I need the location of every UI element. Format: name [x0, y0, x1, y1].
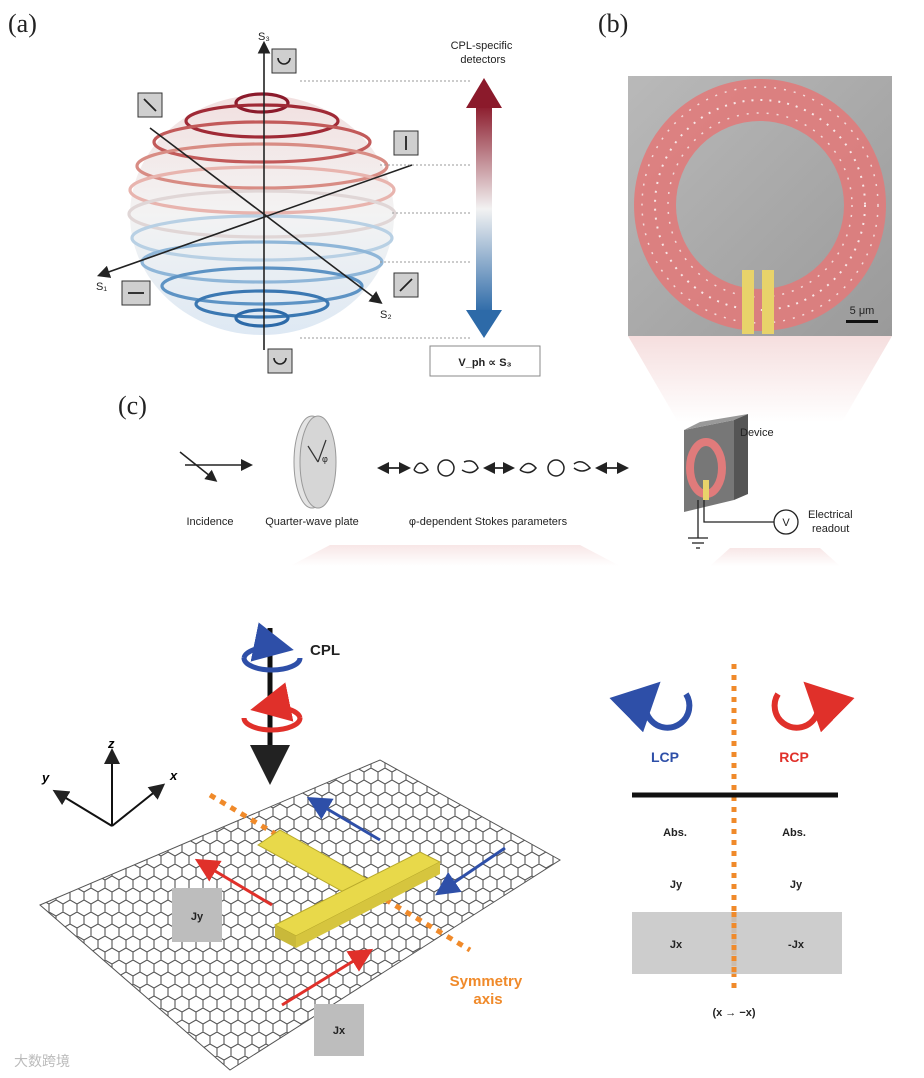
lower-funnel-left [290, 545, 620, 566]
readout-box [429, 345, 541, 377]
watermark: 大数跨境 [14, 1053, 70, 1069]
panel-a-label: (a) [8, 9, 37, 38]
s2-label: S₂ [380, 309, 392, 321]
s3-label: S₃ [258, 31, 270, 43]
rcp-icon [771, 681, 855, 733]
quarter-wave-plate [293, 415, 337, 509]
zoom-funnel [628, 336, 892, 422]
sem-image [628, 76, 892, 336]
vertical-arrow-icon [393, 130, 419, 156]
detector-gradient-arrow [466, 78, 502, 338]
jy-label: Jy [191, 911, 204, 923]
voltmeter-icon: V [782, 517, 790, 529]
s1-label: S₁ [96, 281, 107, 293]
row-jx-right: -Jx [788, 939, 805, 951]
antidiagonal-arrow-icon [393, 272, 419, 298]
jx-row-highlight [632, 912, 842, 974]
coordinate-axes [52, 748, 166, 827]
electrical-readout-label: Electrical readout [808, 509, 856, 535]
circular-arrow-icon [271, 48, 297, 74]
s2-axis [149, 127, 383, 304]
jx-box [314, 1004, 364, 1056]
s1-axis [96, 164, 413, 278]
row-abs-right: Abs. [782, 827, 806, 839]
z-axis-label: z [107, 736, 115, 751]
rcp-label: RCP [779, 749, 809, 765]
diagonal-arrow-icon [137, 92, 163, 118]
y-axis-label: y [41, 770, 50, 785]
readout-formula: V_ph ∝ S₃ [458, 357, 511, 369]
panel-b-label: (b) [598, 9, 628, 38]
row-jx-left: Jx [670, 939, 683, 951]
cpl-beam [241, 622, 303, 785]
detector-label: CPL-specific detectors [451, 40, 516, 66]
lower-funnel-right [710, 548, 840, 566]
t-shaped-bar [257, 829, 442, 948]
current-arrows [194, 796, 506, 1007]
device-block [684, 414, 748, 512]
panel-c-label: (c) [118, 391, 147, 420]
stokes-label: φ-dependent Stokes parameters [409, 516, 568, 528]
scale-bar-label: 5 μm [850, 305, 875, 317]
incidence-arrows [179, 451, 253, 482]
stokes-sequence [377, 459, 629, 477]
jy-box [172, 888, 222, 942]
row-jy-left: Jy [670, 879, 683, 891]
lcp-icon [609, 681, 693, 733]
jx-label: Jx [333, 1025, 346, 1037]
phi-symbol: φ [322, 454, 328, 464]
incidence-label: Incidence [186, 516, 233, 528]
row-jy-right: Jy [790, 879, 803, 891]
readout-circuit [688, 500, 799, 549]
sphere-rings [127, 92, 397, 328]
row-abs-left: Abs. [663, 827, 687, 839]
cpl-label: CPL [310, 642, 340, 659]
transform-label: (x → −x) [712, 1007, 755, 1019]
waveplate-label: Quarter-wave plate [265, 516, 359, 528]
x-axis-label: x [169, 768, 178, 783]
symmetry-axis [208, 792, 472, 953]
symmetry-label: Symmetry axis [450, 973, 527, 1008]
horizontal-arrow-icon [121, 280, 151, 306]
lcp-label: LCP [651, 749, 679, 765]
device-label: Device [740, 427, 774, 439]
circular-arrow-icon [267, 348, 293, 374]
guide-lines [300, 80, 470, 339]
